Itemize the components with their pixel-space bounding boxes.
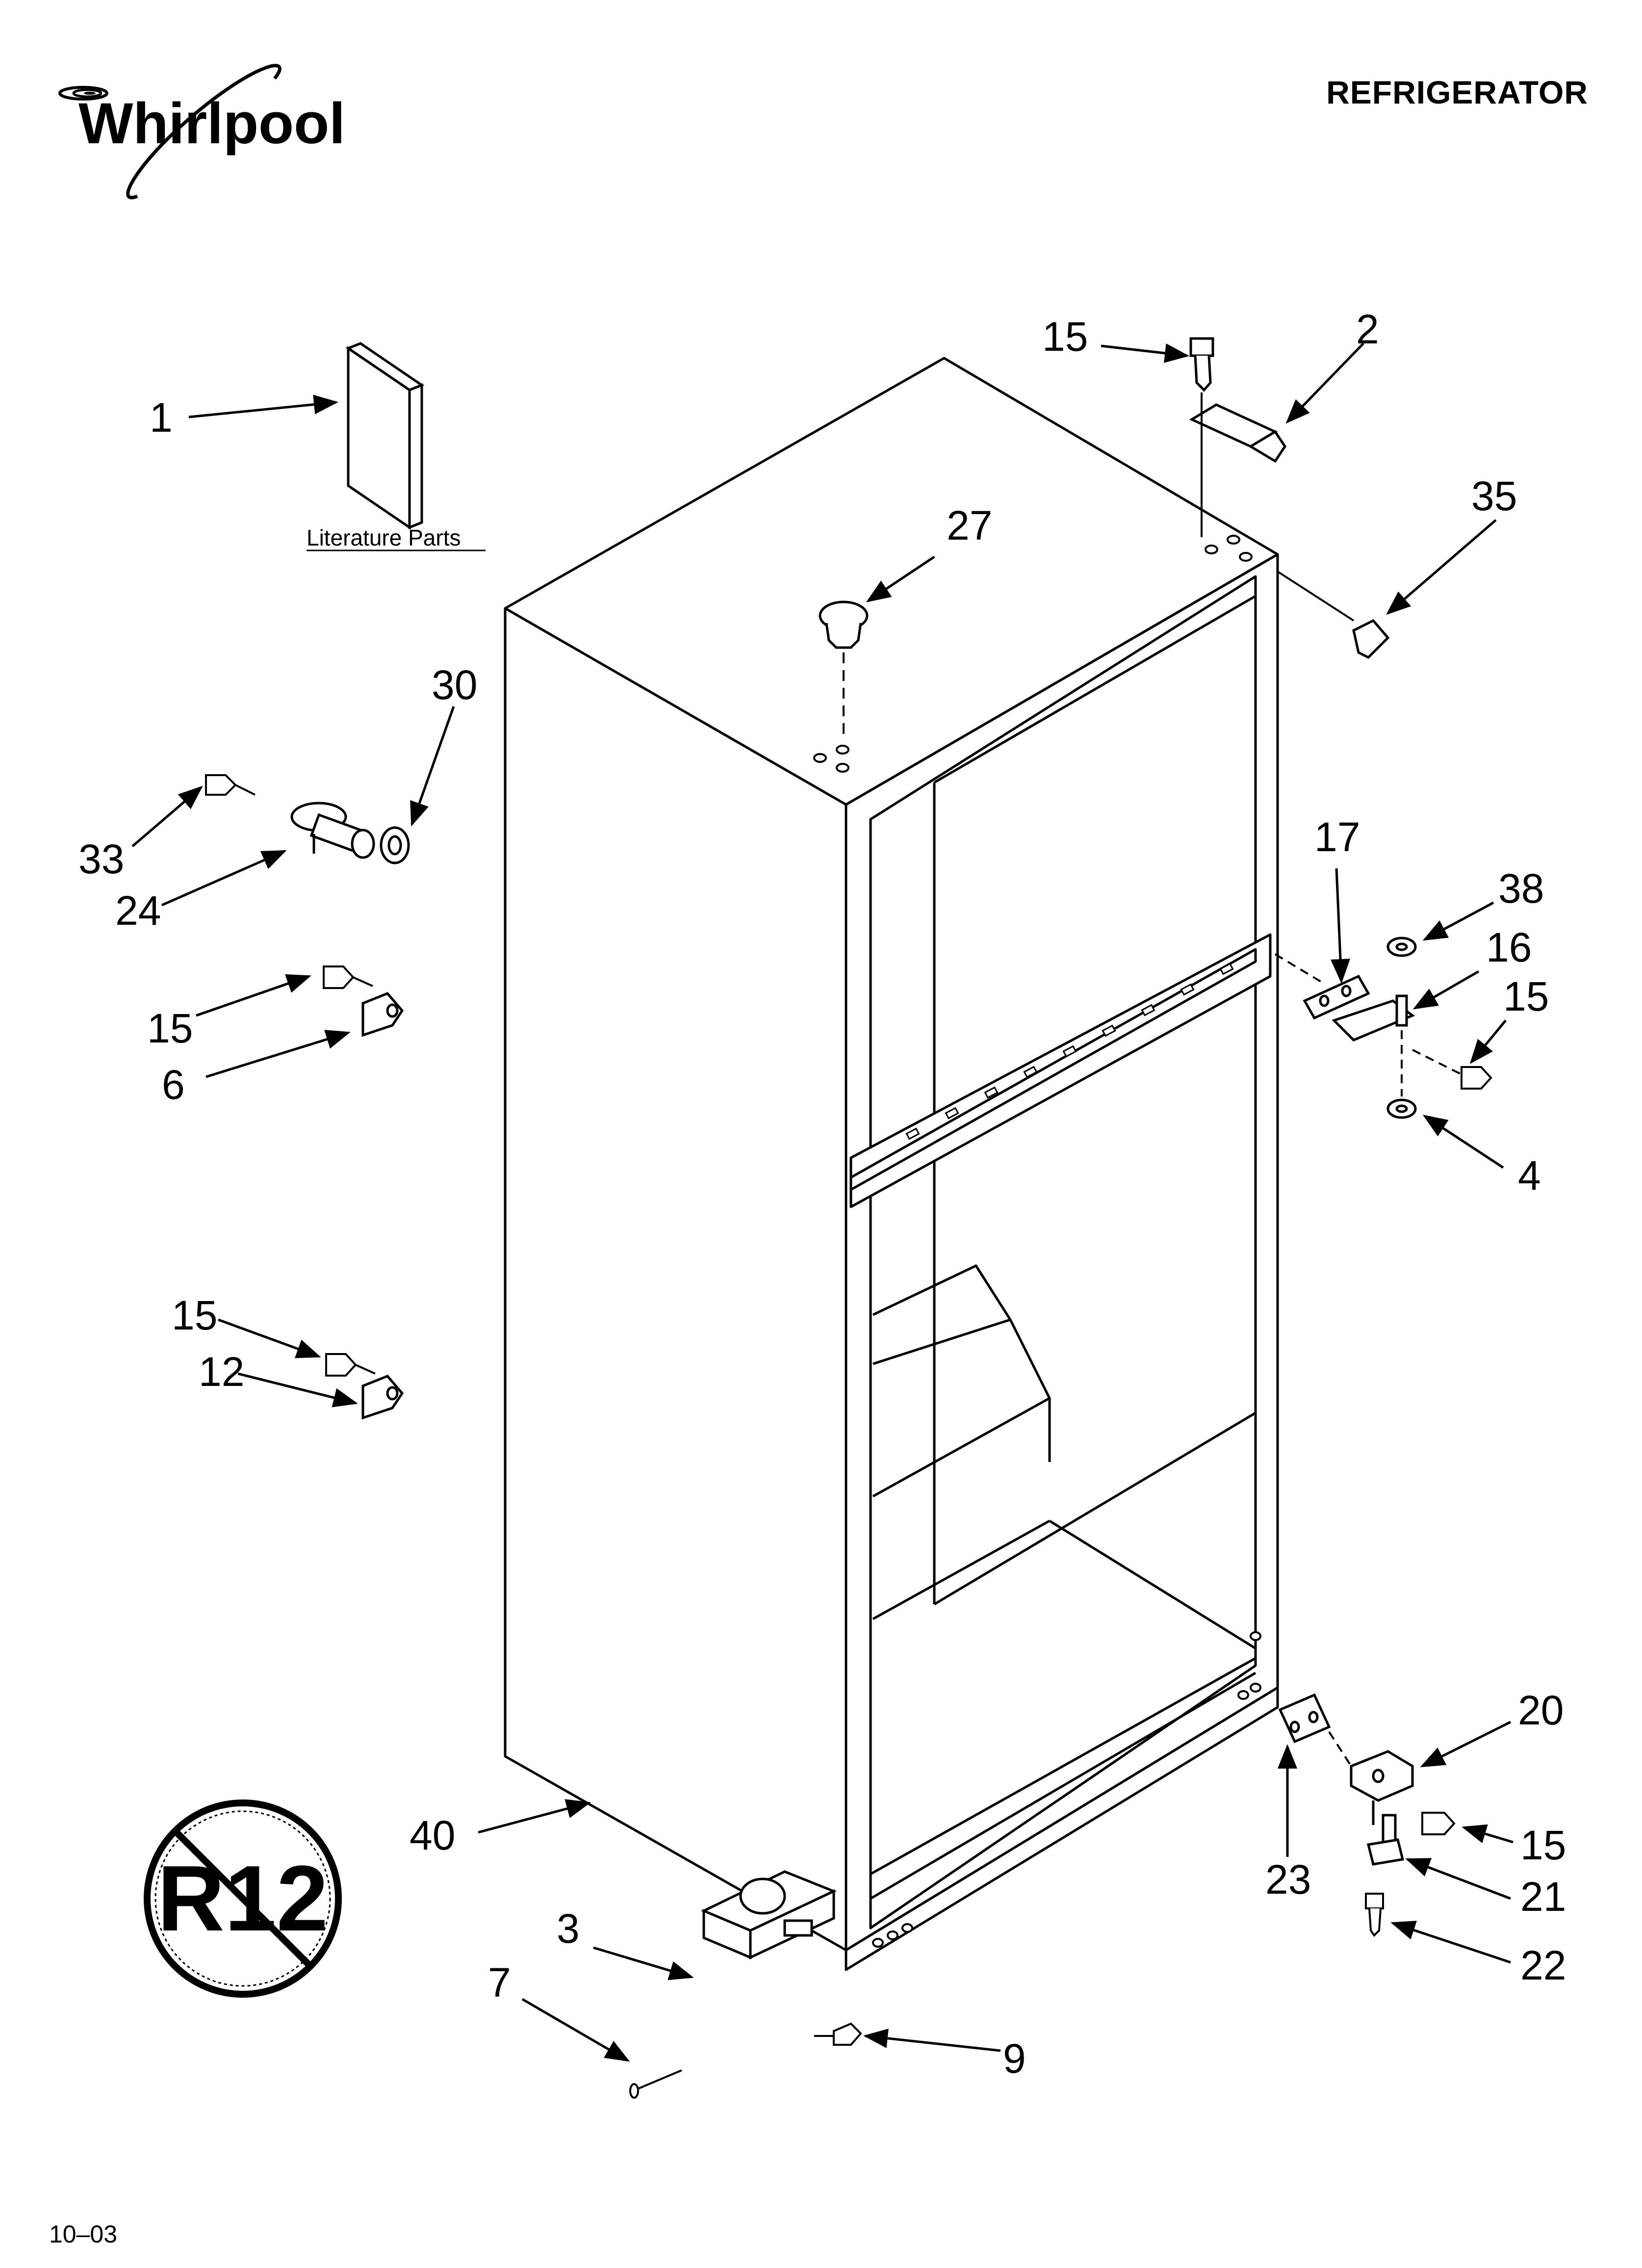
callout-3: 3 bbox=[557, 1905, 580, 1952]
callout-9: 9 bbox=[1003, 2035, 1026, 2082]
callout-4: 4 bbox=[1518, 1152, 1541, 1199]
callout-22: 22 bbox=[1520, 1942, 1566, 1988]
hinge-screw-15-low bbox=[325, 1353, 376, 1377]
screw-9 bbox=[814, 2022, 862, 2046]
callout-27: 27 bbox=[947, 502, 992, 548]
bottom-hinge-20 bbox=[1350, 1750, 1414, 1825]
callout-38: 38 bbox=[1498, 865, 1544, 912]
callout-15-center: 15 bbox=[1503, 973, 1549, 1019]
callout-23: 23 bbox=[1265, 1856, 1311, 1903]
screw-7 bbox=[629, 2069, 682, 2099]
callout-20: 20 bbox=[1518, 1687, 1564, 1733]
washer-38 bbox=[1386, 937, 1417, 957]
callout-16: 16 bbox=[1486, 924, 1532, 970]
washer-30 bbox=[380, 826, 410, 864]
hinge-screw-15-center bbox=[1412, 1049, 1492, 1090]
whirlpool-logo: Whirlpool bbox=[58, 64, 345, 200]
callout-15-low: 15 bbox=[172, 1292, 217, 1338]
hinge-cover-35 bbox=[1352, 619, 1390, 659]
callout-7: 7 bbox=[488, 1959, 511, 2006]
top-hinge-bracket-2 bbox=[1189, 403, 1287, 463]
literature-parts-label: Literature Parts bbox=[307, 525, 461, 550]
mullion-slots bbox=[905, 963, 1234, 1140]
cabinet-top-holes bbox=[813, 535, 1261, 1948]
shim-23 bbox=[1278, 1693, 1331, 1744]
hinge-screw-15-top bbox=[1189, 337, 1214, 392]
callout-1: 1 bbox=[150, 394, 173, 441]
plug-button-27 bbox=[819, 600, 869, 649]
callout-24: 24 bbox=[115, 887, 161, 934]
hinge-screw-15-bottom bbox=[1421, 1812, 1456, 1835]
logo-wordmark: Whirlpool bbox=[78, 91, 345, 156]
revision-code: 10–03 bbox=[49, 2220, 118, 2248]
center-hinge-pin-16 bbox=[1332, 994, 1415, 1042]
callout-35: 35 bbox=[1471, 473, 1517, 519]
door-hinge-6 bbox=[361, 992, 404, 1037]
center-hinge-17 bbox=[1303, 974, 1370, 1020]
page-title: REFRIGERATOR bbox=[1326, 74, 1588, 110]
callout-15-mid: 15 bbox=[147, 1005, 193, 1051]
callout-12: 12 bbox=[199, 1349, 244, 1395]
literature-booklet-icon bbox=[345, 342, 425, 530]
refrigerator-cabinet bbox=[504, 357, 1279, 1971]
washer-4 bbox=[1386, 1098, 1417, 1119]
callout-30: 30 bbox=[432, 662, 477, 708]
roller-assembly-3 bbox=[700, 1870, 837, 1959]
door-stop-24 bbox=[290, 802, 375, 859]
hinge-pin-21 bbox=[1366, 1814, 1405, 1866]
callout-6: 6 bbox=[162, 1062, 185, 1108]
callout-17: 17 bbox=[1314, 814, 1360, 860]
callout-numbers: 1 2 15 27 35 30 33 24 15 6 15 12 17 38 1… bbox=[78, 306, 1566, 2082]
callout-40: 40 bbox=[410, 1812, 455, 1858]
leader-arrows bbox=[131, 342, 1514, 2062]
callout-33: 33 bbox=[78, 836, 124, 882]
screw-22 bbox=[1365, 1893, 1384, 1937]
callout-2: 2 bbox=[1356, 306, 1379, 352]
callout-15-bottom: 15 bbox=[1520, 1822, 1566, 1868]
screw-33 bbox=[205, 774, 256, 796]
no-r12-refrigerant-badge: R12 bbox=[144, 1799, 342, 1998]
callout-15-top: 15 bbox=[1042, 313, 1088, 360]
callout-21: 21 bbox=[1520, 1874, 1566, 1920]
hinge-screw-15-mid bbox=[323, 965, 373, 989]
door-hinge-12 bbox=[361, 1375, 404, 1420]
